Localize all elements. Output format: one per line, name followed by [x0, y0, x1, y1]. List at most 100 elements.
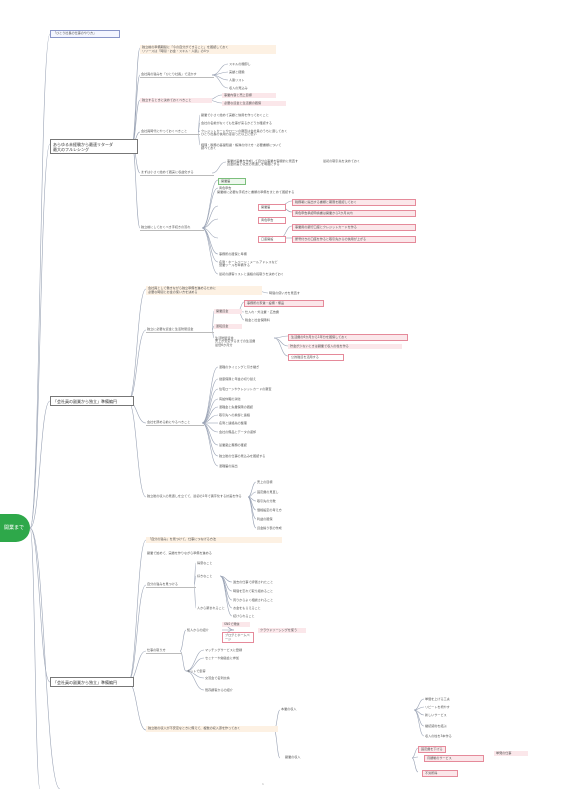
node-a6[interactable]: 独立前にしておくべき手続きの流れ — [140, 225, 204, 231]
node-b1c2[interactable]: 運転資金 — [214, 324, 242, 330]
node-c1c1[interactable]: 得意なこと — [197, 561, 213, 565]
node-b0r[interactable]: 時間の使い方を見直す — [269, 291, 300, 295]
node-c3d7[interactable]: 月額制のサービス — [424, 755, 484, 763]
node-b1c3[interactable]: 生活防衛資金 売上が安定するまでの生活費 最低6か月分 — [215, 336, 256, 347]
node-a6d2[interactable]: 青色申告承認申請書は開業から2か月以内 — [292, 210, 416, 218]
top-tag-node[interactable]: 「ひとり社長の仕事のやり方」 — [50, 30, 120, 38]
node-b1c1[interactable]: 開業資金 — [214, 309, 242, 315]
node-a7c3[interactable]: 最初の顧客リストと連絡の段取りを決めておく — [219, 272, 284, 276]
node-c2d2[interactable]: ブログとホームページ — [222, 632, 254, 643]
node-b1d3[interactable]: 税金と社会保険料 — [245, 318, 270, 322]
node-b2[interactable]: 会社を辞める前にやるべきこと — [146, 420, 204, 426]
node-a5c1[interactable]: 事業計画書を作成して自分の事業を客観的に見直す 資金計画と収支の見通しを明確にす… — [227, 159, 299, 167]
node-a2c3[interactable]: 人脈リスト — [229, 78, 245, 82]
node-c1d2[interactable]: 時間を忘れて取り組めること — [233, 589, 274, 593]
node-b2c6[interactable]: 取引先への挨拶と連絡 — [219, 413, 250, 417]
node-b3c2[interactable]: 固定費の見直し — [257, 490, 279, 494]
branch-3-node[interactable]: 「会社員の副業から独立」準備編円 — [50, 677, 134, 687]
node-b2c9[interactable]: 競業避止義務の確認 — [219, 443, 247, 447]
node-b3c1[interactable]: 売上の目標 — [257, 480, 273, 484]
node-c3d4[interactable]: 継続契約を結ぶ — [425, 724, 447, 728]
node-b2c1[interactable]: 退職のタイミングと引き継ぎ — [219, 365, 260, 369]
node-c2d3[interactable]: クラウドソーシングを使う — [258, 628, 306, 634]
node-a7c1[interactable]: 事務所の確保と準備 — [219, 252, 247, 256]
node-b2c10[interactable]: 独立後の仕事の見込みを確認する — [219, 454, 266, 458]
node-a6d4[interactable]: 屋号付きの口座を作ると取引先からの信用が上がる — [292, 236, 416, 244]
node-a3c1[interactable]: 事業内容と売上目標 — [222, 93, 276, 99]
node-b1[interactable]: 独立に必要な資金と生活防衛資金 — [146, 327, 214, 333]
node-c3d5[interactable]: 収入の柱を3本作る — [425, 734, 452, 738]
node-c1d3[interactable]: 周りからよく相談されること — [233, 598, 274, 602]
node-a2c1[interactable]: スキルの棚卸し — [229, 62, 251, 66]
node-c3d1[interactable]: 単価を上げる工夫 — [425, 697, 450, 701]
node-c2[interactable]: 仕事の取り方 — [146, 648, 182, 654]
node-c1d5[interactable]: 続けられること — [233, 614, 255, 618]
node-c2d4[interactable]: マッチングサービスに登録 — [205, 648, 243, 652]
node-b1e2[interactable]: 貯金が少ないときは副業で収入の柱を作る — [288, 344, 402, 350]
node-a1[interactable]: 独立前の準備期間に「今の自分ができること」を確認しておく リソースは「時間・お金… — [140, 45, 276, 55]
node-b2c2[interactable]: 健康保険と年金の切り替え — [219, 377, 257, 381]
node-b2c4[interactable]: 有給休暇の消化 — [219, 397, 241, 401]
node-b2c7[interactable]: 名刺と連絡先の整理 — [219, 421, 247, 425]
branch-1-node[interactable]: あらゆる未経験から最速リターダ 最大のフルレシング — [50, 139, 138, 154]
node-c2d7[interactable]: 既存顧客からの紹介 — [205, 688, 233, 692]
node-a6c1[interactable]: 開業届 — [258, 204, 286, 212]
node-c2d6[interactable]: 交流会で名刺交換 — [205, 676, 230, 680]
node-b1d1[interactable]: 事務所の家賃・設備・備品 — [244, 300, 324, 308]
node-b3c4[interactable]: 価格設定の考え方 — [257, 508, 282, 512]
node-a3c2[interactable]: 必要な資金と生活費の確保 — [222, 101, 286, 107]
node-a4c3[interactable]: クレジットカードやローンの審査は会社員のうちに通しておく ひとり社長の信用力は思… — [201, 129, 288, 137]
node-b2c5[interactable]: 退職金と失業保険の確認 — [219, 405, 254, 409]
node-c1c2[interactable]: 好きなこと — [197, 574, 213, 578]
node-c2c2[interactable]: ネットで集客 — [187, 669, 206, 673]
node-b1d2[interactable]: 仕入れ・外注費・広告費 — [245, 310, 280, 314]
node-b1e1[interactable]: 生活費の6か月から1年分を確保しておく — [288, 334, 408, 342]
node-b2c11[interactable]: 退職届の提出 — [219, 464, 238, 468]
node-a6d3[interactable]: 事業用の銀行口座とクレジットカードを作る — [292, 224, 416, 232]
branch-2-node[interactable]: 「会社員の副業から独立」準備編円 — [50, 396, 134, 406]
node-a4[interactable]: 会社員時代にやっておくべきこと — [140, 129, 200, 135]
node-b1e3[interactable]: 公的融資を活用する — [288, 354, 344, 362]
node-a5c2[interactable]: 最初の取引先を決めておく — [323, 159, 361, 163]
node-b3c6[interactable]: 資金繰り表の作成 — [257, 526, 282, 530]
node-b3[interactable]: 独立後の収入の見通しを立てて、最初の1年で黒字化する計画を作る — [147, 494, 242, 498]
node-a6-tag-2[interactable]: 青色申告 — [219, 186, 232, 190]
node-c3d6[interactable]: 固定費を下げる — [418, 746, 446, 754]
node-a4c1[interactable]: 副業で小さく始めて実績と信用を作っておくこと — [201, 113, 269, 117]
node-a2c4[interactable]: 収入の見込み — [229, 86, 248, 90]
node-c3c1[interactable]: 本業の収入 — [281, 707, 297, 711]
node-c3d8[interactable]: 単発の仕事 — [494, 751, 528, 757]
node-c3d3[interactable]: 新しいサービス — [425, 713, 447, 717]
node-c1c3[interactable]: 人から頼まれること — [197, 606, 225, 610]
node-b2c3[interactable]: 住宅ローンやクレジットカードの審査 — [219, 387, 272, 391]
node-a4c2[interactable]: 会社の名前がなくても仕事が来るかどうか確認する — [201, 121, 272, 125]
node-a2c2[interactable]: 実績と経験 — [229, 70, 245, 74]
node-a6c2[interactable]: 青色申告 — [258, 217, 286, 225]
node-c2d5[interactable]: セミナーや勉強会に参加 — [205, 656, 240, 660]
node-a3[interactable]: 独立するときに決めておくべきこと — [140, 98, 212, 104]
node-c3d9[interactable]: 不労所得 — [422, 770, 458, 778]
node-a4c4[interactable]: 経理・税務の基礎知識・帳簿の付け方・必要書類について 調べておく — [201, 143, 282, 151]
node-b3c3[interactable]: 取引先の分散 — [257, 499, 276, 503]
node-a6c0[interactable]: 開業前に必要な手続きと書類の準備をまとめて確認する — [217, 190, 295, 194]
node-b3c5[interactable]: 利益の確保 — [257, 517, 273, 521]
node-c3c2[interactable]: 副業の収入 — [285, 755, 301, 759]
node-a2[interactable]: 会社員の強みを「ひとり社長」で活かす — [140, 72, 214, 78]
node-a6d1[interactable]: 税務署に提出する書類と期限を確認しておく — [292, 199, 416, 207]
node-c3d2[interactable]: リピートを増やす — [425, 705, 450, 709]
node-a5[interactable]: まずは小さく始めて確実に収益化する — [140, 170, 214, 176]
node-c2d1[interactable]: SNSで発信 — [222, 622, 250, 628]
node-a6c3[interactable]: 口座開設 — [258, 236, 286, 244]
node-a7c2[interactable]: 名刺・ホームページ・メールアドレスなど 営業ツールを準備する — [219, 260, 278, 268]
node-c1[interactable]: 自分の強みを見つける — [146, 582, 196, 588]
node-c1d4[interactable]: お金をもらえること — [233, 606, 261, 610]
node-c0b[interactable]: 副業で始めて、実績を作りながら準備を進める — [147, 551, 212, 555]
node-a6-tag-1[interactable]: 開業届 — [218, 178, 246, 186]
node-c1d1[interactable]: 過去の仕事で評価されたこと — [233, 580, 274, 584]
node-c2c1[interactable]: 知人からの紹介 — [187, 628, 209, 632]
node-b2c8[interactable]: 会社の備品とデータの返却 — [219, 430, 257, 434]
node-c3[interactable]: 独立後の収入が不安定なときに備えて、複数の収入源を作っておく — [146, 726, 278, 732]
root-node[interactable]: 開業まで — [0, 514, 30, 542]
node-c0[interactable]: 「自分の強み」を見つけて、仕事につなげる方法 — [146, 537, 282, 543]
node-b0[interactable]: 会社員として働きながら独立準備を進めるために 必要な時間とお金の使い方を決める — [146, 286, 262, 296]
